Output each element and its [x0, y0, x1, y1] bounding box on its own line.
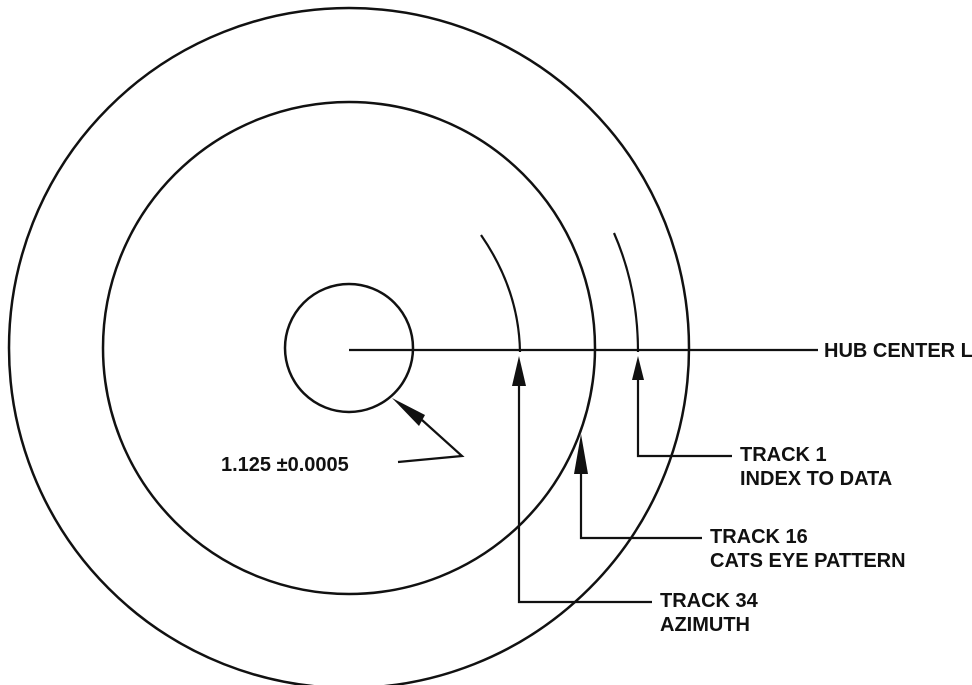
track-1-arc: [612, 232, 640, 353]
track-1-title: TRACK 1: [740, 444, 827, 466]
track-34-arc: [480, 234, 522, 353]
track-1-leader: [636, 378, 732, 458]
track-16-arrowhead: [574, 434, 588, 474]
track-34-description: AZIMUTH: [660, 614, 750, 636]
disk-outer-edge: [7, 6, 691, 685]
track-16-description: CATS EYE PATTERN: [710, 550, 906, 572]
track-34-title: TRACK 34: [660, 590, 759, 612]
track-34-leader: [517, 384, 652, 604]
track-34-arrowhead: [512, 356, 526, 386]
track-16-leader: [579, 472, 702, 540]
hub-dimension-label: 1.125 ±0.0005: [221, 454, 349, 476]
hub-dimension-leader: [397, 419, 465, 464]
recording-area-boundary: [101, 100, 597, 596]
track-1-description: INDEX TO DATA: [740, 468, 892, 490]
track-1-arrowhead: [632, 356, 644, 380]
track-16-title: TRACK 16: [710, 526, 808, 548]
hub-hole: [283, 282, 415, 414]
hub-dimension-arrowhead: [392, 398, 425, 426]
hub-center-line-label: HUB CENTER LINE: [824, 340, 972, 362]
